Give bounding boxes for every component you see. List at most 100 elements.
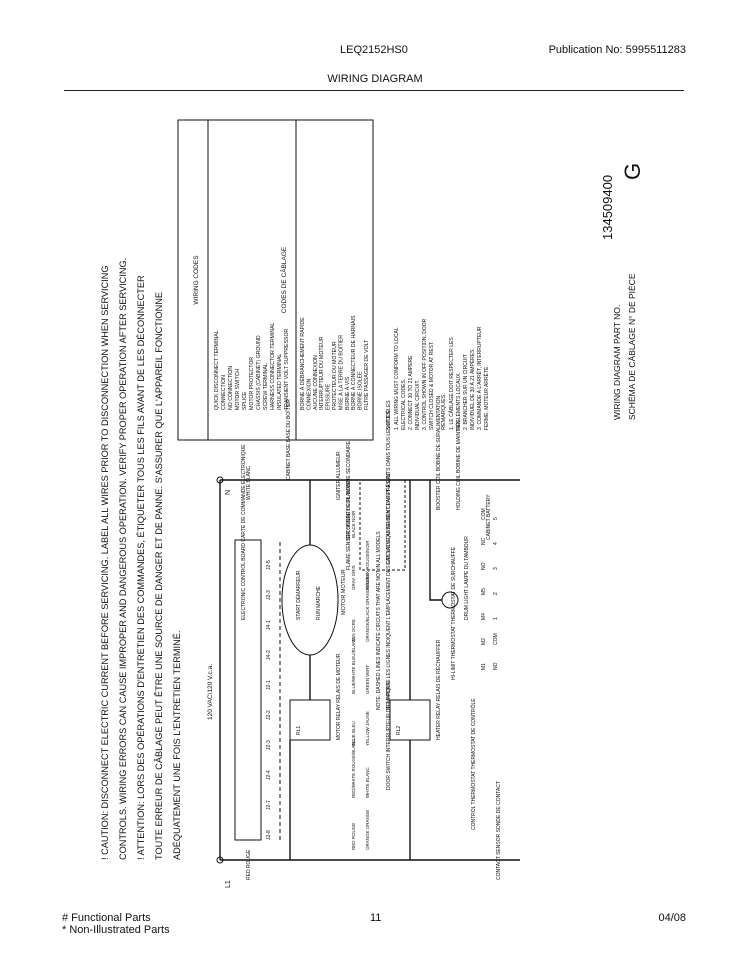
legend-item-fr: INTERRUPTEUR DU MOTEUR: [319, 336, 325, 410]
wire-color-label: ORANGE ORANGE: [365, 810, 370, 850]
revision-letter: G: [620, 163, 645, 180]
wire-color-label: RED/WHITE ROUGE/BLANC: [351, 738, 356, 798]
control-board-label: ELECTRONIC CONTROL BOARD CARTE DE COMMAN…: [240, 444, 247, 620]
legend-title-fr: CODES DE CÂBLAGE: [279, 246, 288, 313]
heater-relay-label: HEATER RELAY RELAIS DE RÉCHAUFFER: [435, 639, 442, 740]
note-line: 3. CONTROL SHOWN IN OFF POSITION, DOOR: [422, 318, 428, 430]
igniter-label: IGNITER ALLUMEUR: [336, 451, 342, 500]
dashed-note-fr: REMARQUE: LES LIGNES INDIQUENT L'EMPLACE…: [385, 400, 392, 710]
legend-item: CONNECTION: [221, 375, 227, 410]
legend-title: WIRING CODES: [193, 255, 200, 305]
wire-color-label: ORANGE/BLACK ORANGE/NOIR: [365, 572, 370, 642]
wire-color-label: RED ROUGE: [351, 823, 356, 850]
terminal-marker: COM: [481, 508, 487, 520]
part-number-label: WIRING DIAGRAM PART NO.: [612, 305, 622, 420]
legend-item-fr: FILTRE PASSAGER DE VOLT: [364, 339, 370, 410]
connector-label: J2-4: [266, 770, 272, 780]
schematic: L1 N 120 VAC\120 V.c.a. ELECTRONIC CONTR…: [207, 396, 520, 888]
legend-item: INSULATED TERMINAL: [277, 354, 283, 410]
caution-line: ! CAUTION: DISCONNECT ELECTRIC CURRENT B…: [100, 265, 110, 860]
legend-item-fr: BORNE ISOLÉE: [357, 371, 364, 410]
rl2-label: RL2: [396, 726, 402, 735]
header-divider: [64, 90, 684, 91]
legend-item-fr: MISE À LA TERRE DU BOÎTIER: [337, 335, 344, 410]
caution-text: ! CAUTION: DISCONNECT ELECTRIC CURRENT B…: [100, 258, 182, 860]
note-line: 1. ALL WIRING MUST CONFORM TO LOCAL: [394, 327, 400, 430]
hilimit-label: HI-LIMIT THERMOSTAT THERMOSTAT DE SURCHA…: [451, 546, 457, 680]
connector-label: J2-3: [266, 590, 272, 600]
flame-sensor-label: FLAME SENSOR SONDE DE FLAMME: [346, 480, 352, 570]
motor-relay-label: MOTOR RELAY RELAIS DE MOTEUR: [336, 653, 342, 740]
terminal-marker: NC: [481, 537, 487, 545]
legend-item: SPLICE: [242, 391, 248, 410]
wire-color-label: BLACK NOIR: [351, 510, 356, 538]
terminal-marker: M2: [481, 638, 487, 645]
note-line-fr: 1. LE CÂBLAGE DOIT RESPECTER LES: [448, 337, 455, 430]
note-line-fr: RÉGLEMENTS LOCAUX.: [455, 372, 462, 430]
gas-valve: [359, 479, 406, 571]
terminal-marker: NO: [481, 562, 487, 570]
control-thermostat-label: CONTROL THERMOSTAT THERMOSTAT DE CONTRÔL…: [470, 698, 477, 830]
caution-line: ADÉQUATEMENT UNE FOIS L'ENTRETIEN TERMIN…: [172, 631, 182, 860]
caution-line: TOUTE ERREUR DE CÂBLAGE PEUT ÊTRE UNE SO…: [154, 292, 164, 860]
legend-item: SCREW TERMINAL: [263, 363, 269, 410]
connector-label: J4-1: [266, 620, 272, 630]
terminal-marker: COM: [493, 633, 499, 645]
note-line-fr: 3. COMMANDE À L'ARRÊT, INTERRUPTEUR: [475, 326, 483, 430]
wiring-codes-legend: WIRING CODES CODES DE CÂBLAGE QUICK DISC…: [177, 119, 374, 441]
wire-color-label: BLUE BLEU: [351, 721, 356, 746]
dashed-note: NOTE: DASHED LINES INDICATE CIRCUITS THA…: [376, 531, 382, 710]
part-number-label-fr: SCHÉMA DE CÂBLAGE N° DE PIÈCE: [627, 273, 637, 420]
terminal-marker: NO: [493, 662, 499, 670]
legend-item: CHASSIS (CABINET) GROUND: [256, 335, 262, 410]
legend-item: TRANSIENT VOLT SUPPRESSOR: [284, 328, 290, 410]
note-line-fr: 2. BRANCHER SUR UN CIRCUIT: [463, 354, 469, 430]
legend-item-fr: CONNEXION: [306, 378, 312, 410]
page-title: WIRING DIAGRAM: [327, 73, 423, 85]
legend-item-fr: BORNE À CONNECTEUR DE HARNAIS: [350, 315, 357, 410]
motor-label: MOTOR MOTEUR: [341, 569, 347, 615]
part-number-block: WIRING DIAGRAM PART NO. 134509400 SCHÉMA…: [600, 163, 645, 420]
note-line: 2. CONNECT 30 TO 21 AMPERE: [408, 355, 414, 430]
notes-title-fr: REMARQUES:: [441, 393, 447, 430]
l1-wire-color: RED ROUGE: [246, 849, 252, 880]
terminal-marker: 1: [493, 617, 499, 620]
legend-item-fr: PROTECTEUR DU MOTEUR: [332, 341, 338, 410]
start-switch-label: START DÉMARREUR: [295, 570, 302, 620]
rl1-label: RL1: [296, 726, 302, 735]
note-line-fr: FERMÉ, MOTEUR ARRÊTÉ.: [482, 365, 490, 430]
terminal-marker: M1: [481, 663, 487, 670]
caution-line: ! ATTENTION: LORS DES OPÉRATIONS D'ENTRE…: [136, 275, 146, 860]
legend-item: HARNESS CONNECTOR TERMINAL: [270, 322, 276, 410]
l1-label: L1: [225, 880, 232, 888]
cabinet-ground-label: CABINET BATTERY: [486, 494, 492, 540]
notes: NOTES: 1. ALL WIRING MUST CONFORM TO LOC…: [386, 318, 490, 430]
legend-item-fr: AUCUNE CONNEXION: [313, 355, 319, 410]
door-switch-label: DOOR SWITCH INTERRUPTEUR DE LA PORTE: [386, 679, 392, 790]
legend-item: MOTOR SWITCH: [235, 369, 241, 410]
connector-label: J2-7: [266, 800, 272, 810]
caution-line: CONTROLS. WIRING ERRORS CAN CAUSE IMPROP…: [118, 258, 128, 860]
connector-label: J2-1: [266, 680, 272, 690]
publication-number: Publication No: 5995511283: [548, 44, 686, 56]
terminal-marker: 2: [493, 592, 499, 595]
wire-color-label: WHITE BLANC: [365, 766, 370, 798]
terminal-marker: M5: [481, 588, 487, 595]
legend-item-fr: BORNE À VIS: [344, 376, 351, 410]
wire-color-label: GREEN VERT: [365, 665, 370, 694]
n-label: N: [225, 490, 232, 495]
booster-coil-label: BOOSTER COIL BOBINE DE SURALIMENTATION: [436, 396, 442, 510]
legend-item: QUICK DISCONNECT TERMINAL: [214, 330, 220, 410]
control-board: [234, 539, 262, 841]
wire-color-label: BLUE/WHITE BLEU/BLANC: [351, 636, 356, 694]
note-line-fr: INDIVIDUEL DE 30 À 21 AMPÈRES.: [469, 348, 476, 430]
legend-item-fr: ÉPISSURE: [325, 383, 332, 410]
n-wire-color: WHITE BLANC: [246, 465, 252, 500]
cabinet-base-label: CABINET BASE BASE DU BOÎTIER: [285, 399, 292, 480]
page-number: 11: [370, 912, 382, 924]
connector-label: J2-3: [266, 740, 272, 750]
gas-valve-label: GAS VALVE ASSEMBLY CLAPET À GAZ: [385, 473, 392, 565]
connector-label: J2-5: [266, 560, 272, 570]
contact-sensor-label: CONTACT SENSOR SONDE DE CONTACT: [496, 781, 502, 880]
legend-item: NO CONNECTION: [228, 366, 234, 410]
